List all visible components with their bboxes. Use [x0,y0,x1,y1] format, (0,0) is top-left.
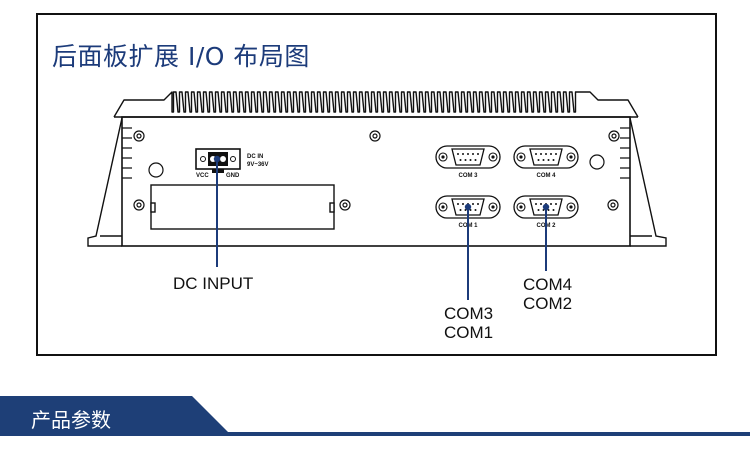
callout-lines [213,155,550,300]
screw-mid-center [339,199,351,211]
right-com-label-bottom: COM2 [523,294,573,313]
screw-top-center [369,130,381,142]
left-com-label-top: COM3 [444,304,494,323]
section-header-bar [0,396,750,436]
vcc-label: VCC [196,173,209,179]
com-4-port-label: COM 4 [536,173,556,179]
dc-input-callout: DC INPUT [173,274,253,293]
right-mounting-bracket [629,117,667,247]
expansion-cover-plate [150,184,335,230]
left-com-label-bottom: COM1 [444,323,494,342]
heatsink-fins [113,91,639,118]
dc-in-label: DC IN [247,154,263,160]
screw-mid-right [607,199,619,211]
gnd-label: GND [226,173,240,179]
antenna-hole-right [589,154,605,170]
dc-input-label: DC INPUT [173,274,254,293]
left-mounting-bracket [87,117,123,247]
right-com-callout: COM4 COM2 [523,275,572,313]
com-3-port-label: COM 3 [458,173,478,179]
right-com-label-top: COM4 [523,275,573,294]
panel-title: 后面板扩展 I/O 布局图 [52,42,310,71]
com-4-port: COM 4 [513,145,579,179]
com-3-port: COM 3 [435,145,501,179]
left-side-vents [122,127,132,179]
voltage-label: 9V~36V [247,162,269,168]
section-title: 产品参数 [31,408,111,432]
section-header-tab [0,396,228,432]
screw-top-left [133,130,145,142]
right-com-callout-dot [542,203,550,211]
right-side-vents [620,127,630,179]
section-header-rule [0,432,750,436]
left-com-callout-dot [464,203,472,211]
antenna-holes [148,154,605,178]
screw-top-right [608,130,620,142]
antenna-hole-left [148,162,164,178]
chassis-screws [133,130,620,211]
dc-input-callout-dot [213,155,221,163]
left-com-callout: COM3 COM1 [444,304,493,342]
screw-mid-left [133,199,145,211]
